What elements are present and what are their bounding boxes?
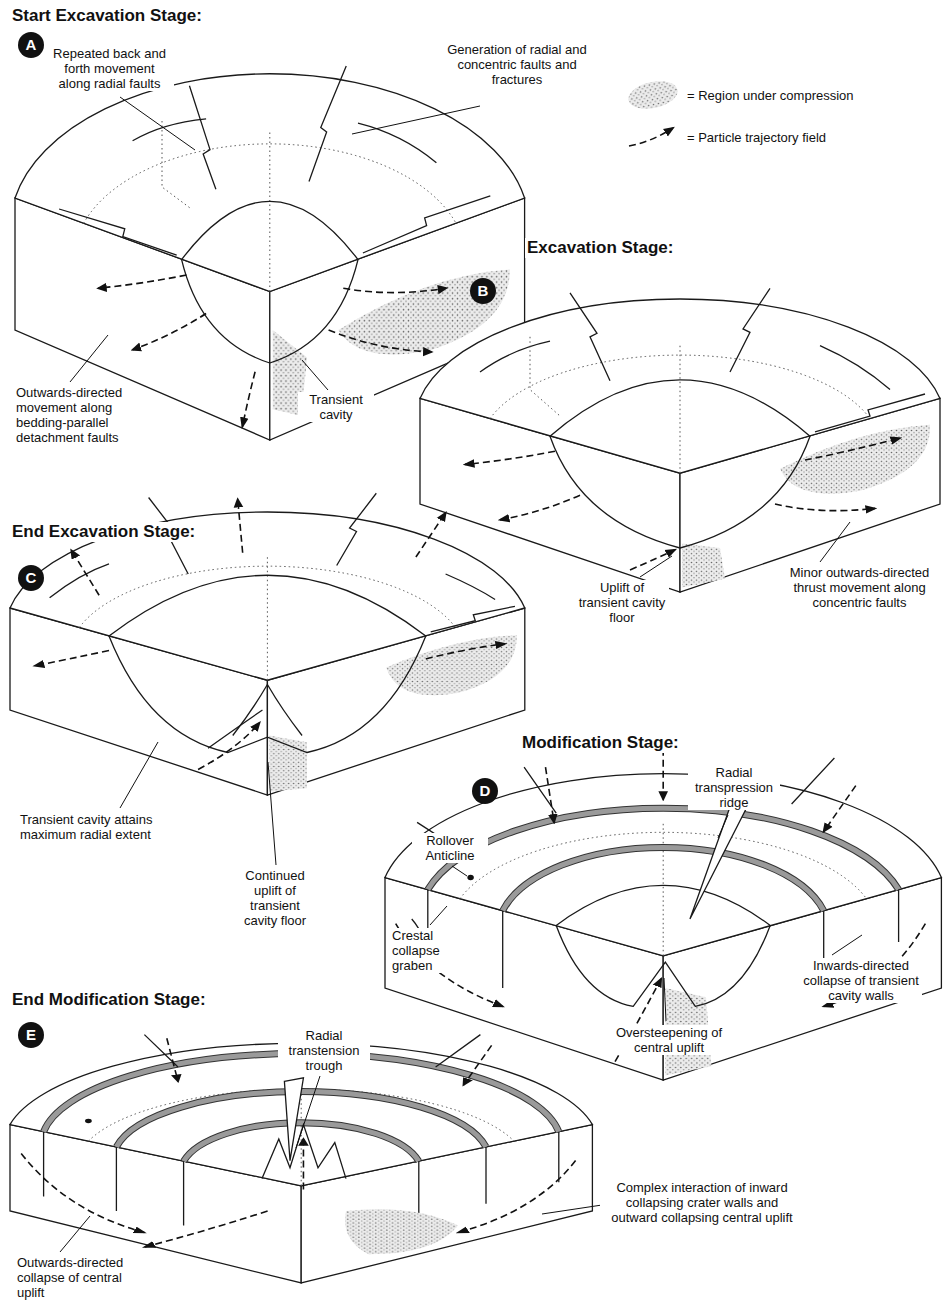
panel-letter-text: B	[478, 282, 489, 299]
callout-label: Crestal collapse graben	[390, 928, 460, 973]
legend-swatch	[625, 120, 681, 154]
callout-label: Radial transtension trough	[278, 1028, 370, 1073]
panel-letter: A	[18, 32, 44, 58]
callout-label: Generation of radial and concentric faul…	[440, 42, 594, 87]
callout-label: Continued uplift of transient cavity flo…	[232, 868, 318, 928]
callout-label: Transient cavity attains maximum radial …	[18, 812, 182, 842]
stage-title: Excavation Stage:	[525, 238, 675, 258]
panel-letter-text: C	[26, 569, 37, 586]
callout-label: Transient cavity	[298, 392, 374, 422]
callout-label: Oversteepening of central uplift	[608, 1025, 730, 1055]
legend-row: = Particle trajectory field	[625, 120, 826, 154]
panel-letter: C	[18, 565, 44, 591]
callout-label: Complex interaction of inward collapsing…	[600, 1180, 804, 1225]
panel-b-block	[420, 288, 940, 592]
callout-label: Uplift of transient cavity floor	[575, 580, 669, 625]
callout-label: Repeated back and forth movement along r…	[45, 46, 174, 91]
panel-d-block	[385, 749, 941, 1080]
stage-title: Start Excavation Stage:	[10, 6, 204, 26]
callout-label: Rollover Anticline	[412, 833, 488, 863]
panel-letter-text: E	[26, 1026, 36, 1043]
panel-letter: B	[470, 278, 496, 304]
panel-letter-text: A	[26, 36, 37, 53]
callout-label: Minor outwards-directed thrust movement …	[785, 565, 934, 610]
callout-label: Inwards-directed collapse of transient c…	[800, 958, 922, 1003]
panel-letter: E	[18, 1022, 44, 1048]
stage-title: End Excavation Stage:	[10, 522, 197, 542]
legend-swatch	[625, 78, 681, 112]
callout-label: Outwards-directed collapse of central up…	[15, 1255, 129, 1300]
panel-c-block	[10, 493, 525, 795]
legend-row: = Region under compression	[625, 78, 854, 112]
panel-letter: D	[472, 778, 498, 804]
legend-text: = Region under compression	[687, 88, 854, 103]
stage-title: Modification Stage:	[520, 733, 681, 753]
callout-label: Outwards-directed movement along bedding…	[14, 385, 136, 445]
legend-text: = Particle trajectory field	[687, 130, 826, 145]
panel-letter-text: D	[480, 782, 491, 799]
leader-lines	[60, 97, 862, 1252]
callout-label: Radial transpression ridge	[688, 765, 780, 810]
stage-title: End Modification Stage:	[10, 990, 208, 1010]
